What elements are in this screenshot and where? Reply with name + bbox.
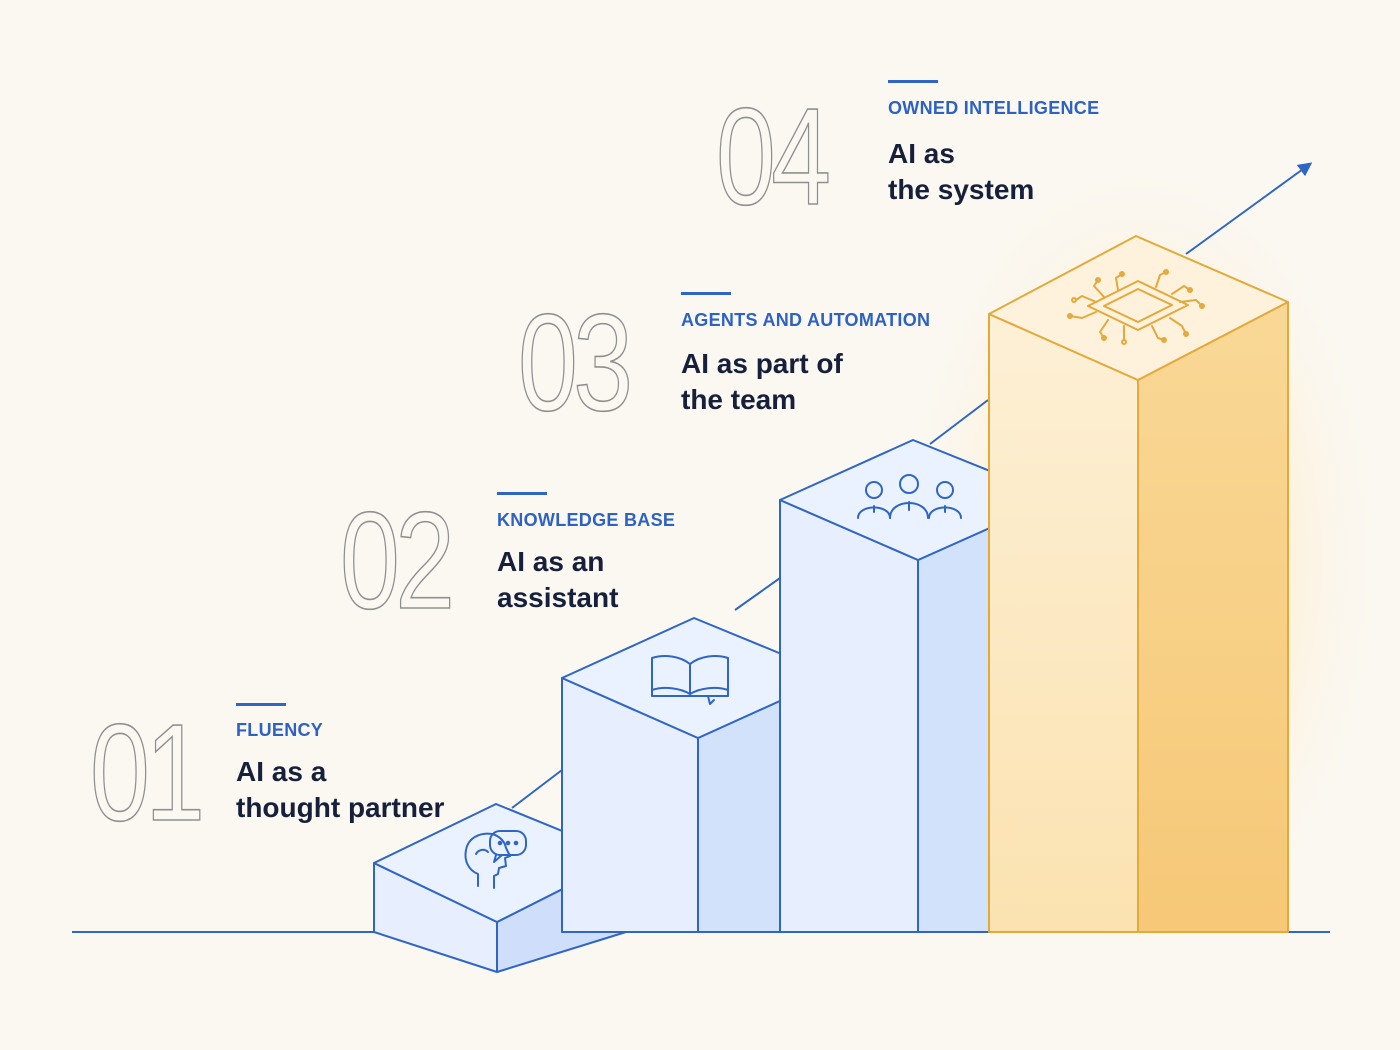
head-speech-bubble-icon — [464, 830, 527, 889]
step-2-description: AI as an assistant — [497, 546, 619, 613]
step-2-accent-rule — [497, 492, 547, 495]
step-3-category: AGENTS AND AUTOMATION — [681, 310, 931, 330]
step-1-accent-rule — [236, 703, 286, 706]
step-3-accent-rule — [681, 292, 731, 295]
step-2-category: KNOWLEDGE BASE — [497, 510, 676, 530]
step-3-description: AI as part of the team — [681, 348, 843, 415]
step-1-description: AI as a thought partner — [236, 756, 445, 823]
open-book-icon — [651, 655, 729, 705]
step-4-description: AI as the system — [888, 138, 1035, 205]
chip-circuit-icon — [1067, 269, 1205, 345]
step-2-number: 02 — [339, 484, 455, 638]
step-3-number: 03 — [517, 286, 633, 440]
step-1-category: FLUENCY — [236, 720, 324, 740]
step-4-number: 04 — [715, 80, 831, 234]
step-4-category: OWNED INTELLIGENCE — [888, 98, 1100, 118]
step-4-accent-rule — [888, 80, 938, 83]
growth-path — [511, 162, 1313, 809]
step-block-4 — [988, 235, 1289, 933]
step-1-number: 01 — [89, 696, 205, 850]
people-group-icon — [857, 474, 962, 519]
